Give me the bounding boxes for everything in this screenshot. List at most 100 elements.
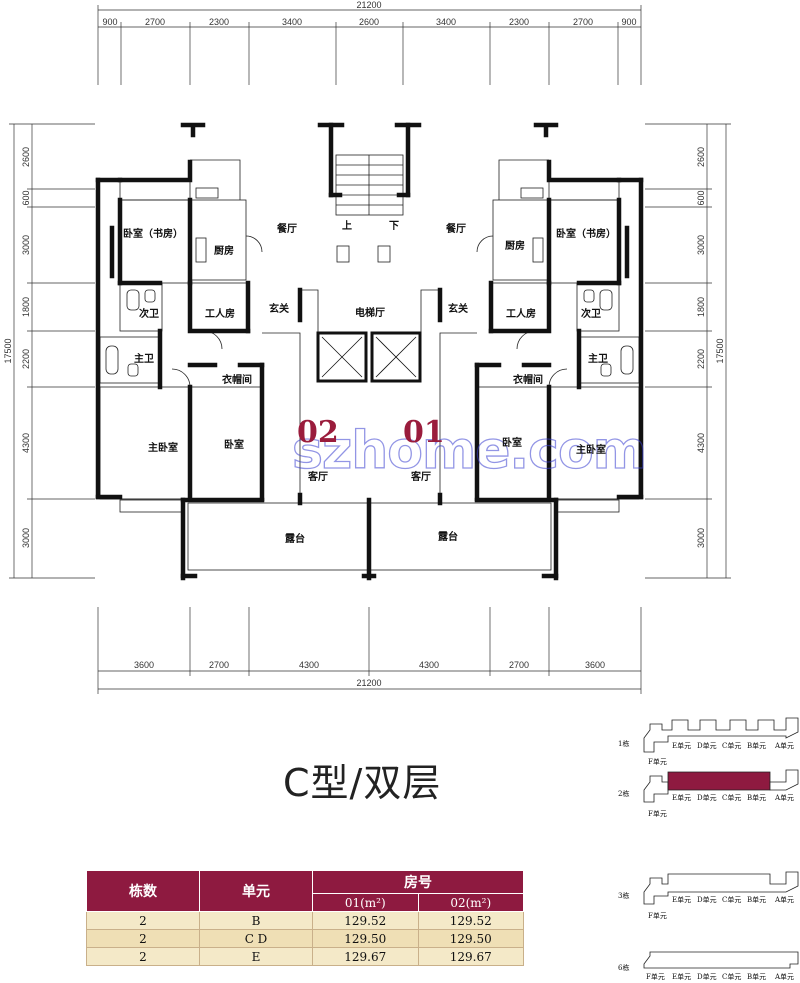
- table-row: 2 C D 129.50 129.50: [86, 929, 524, 948]
- room-bedroom-right: 卧室: [502, 436, 522, 449]
- cell-area-02: 129.52: [417, 911, 524, 930]
- stair-down-label: 下: [389, 220, 399, 232]
- cell-unit: C D: [199, 929, 313, 948]
- bottom-dim-1: 3600: [134, 660, 154, 670]
- left-total-dim: 17500: [3, 338, 13, 363]
- room-terrace-left: 露台: [285, 532, 305, 545]
- top-dim-1: 900: [102, 17, 117, 27]
- keyplan-6: 6栋 F单元 E单元 D单元 C单元 B单元 A单元: [618, 951, 799, 981]
- keyplan-6-unit-f: F单元: [646, 972, 665, 981]
- keyplan-2-unit-e: E单元: [672, 793, 691, 802]
- keyplan-3-unit-b: B单元: [747, 895, 766, 904]
- cell-area-02: 129.50: [417, 929, 524, 948]
- header-area-02: 02(m²): [417, 893, 524, 912]
- cell-unit: E: [199, 947, 313, 966]
- right-dim-7: 3000: [696, 528, 706, 548]
- keyplan-1-unit-d: D单元: [697, 741, 717, 750]
- left-dimension-lines: [9, 123, 95, 579]
- left-dim-3: 3000: [21, 235, 31, 255]
- keyplan-2: 2栋 E单元 D单元 C单元 B单元 A单元 F单元: [618, 769, 799, 818]
- cell-area-01: 129.50: [312, 929, 419, 948]
- left-dim-2: 600: [21, 190, 31, 205]
- keyplan-6-unit-d: D单元: [697, 972, 717, 981]
- stair-up-label: 上: [342, 219, 352, 232]
- keyplan-2-unit-a: A单元: [774, 793, 794, 802]
- bottom-dim-4: 4300: [419, 660, 439, 670]
- bottom-dim-5: 2700: [509, 660, 529, 670]
- left-dim-5: 2200: [21, 349, 31, 369]
- left-dim-4: 1800: [21, 297, 31, 317]
- right-dims: 2600 600 3000 1800 2200 4300 3000 17500: [696, 147, 725, 548]
- keyplan-6-unit-c: C单元: [722, 972, 741, 981]
- header-area-01: 01(m²): [312, 893, 419, 912]
- keyplan-1-unit-a: A单元: [774, 741, 794, 750]
- keyplan-1: 1栋 E单元 D单元 C单元 B单元 A单元 F单元: [618, 717, 799, 766]
- room-foyer-right: 玄关: [448, 302, 468, 315]
- unit-number-left: 02: [297, 415, 339, 450]
- room-labels: 卧室（书房） 厨房 餐厅 上 下 工人房 玄关 电梯厅 次卫 主卫 衣帽间 主卧…: [123, 219, 616, 545]
- cell-area-01: 129.52: [312, 911, 419, 930]
- room-bedroom-study-right: 卧室（书房）: [556, 227, 616, 240]
- room-master-bedroom-right: 主卧室: [576, 443, 606, 456]
- keyplan-3-unit-c: C单元: [722, 895, 741, 904]
- keyplan-3-unit-a: A单元: [774, 895, 794, 904]
- cell-building: 2: [86, 947, 200, 966]
- right-total-dim: 17500: [715, 338, 725, 363]
- room-foyer-left: 玄关: [269, 302, 289, 315]
- area-table: 栋数 单元 房号 01(m²) 02(m²) 2 B 129.52 129.52…: [86, 870, 524, 966]
- keyplan-3: 3栋 E单元 D单元 C单元 B单元 A单元 F单元: [618, 871, 799, 920]
- room-dining-left: 餐厅: [276, 222, 297, 235]
- bottom-dim-3: 4300: [299, 660, 319, 670]
- table-row: 2 B 129.52 129.52: [86, 911, 524, 930]
- top-total-dim: 21200: [356, 0, 381, 10]
- keyplan-2-label: 2栋: [618, 789, 629, 798]
- top-dim-2: 2700: [145, 17, 165, 27]
- unit-number-right: 01: [403, 415, 445, 450]
- room-closet-left: 衣帽间: [222, 373, 252, 386]
- top-segment-dims: 900 2700 2300 3400 2600 3400 2300 2700 9…: [102, 17, 636, 27]
- top-dim-3: 2300: [209, 17, 229, 27]
- keyplan-1-unit-c: C单元: [722, 741, 741, 750]
- keyplan-3-unit-e: E单元: [672, 895, 691, 904]
- top-dim-7: 2300: [509, 17, 529, 27]
- elevator-shafts: [316, 331, 422, 383]
- left-dims: 17500 2600 600 3000 1800 2200 4300 3000: [3, 147, 31, 548]
- bottom-dim-2: 2700: [209, 660, 229, 670]
- left-dim-7: 3000: [21, 528, 31, 548]
- top-dim-4: 3400: [282, 17, 302, 27]
- room-elevator-hall: 电梯厅: [355, 306, 385, 319]
- cell-building: 2: [86, 929, 200, 948]
- room-living-right: 客厅: [410, 470, 431, 483]
- keyplan-1-label: 1栋: [618, 739, 629, 748]
- fixtures: [105, 187, 634, 377]
- room-terrace-right: 露台: [438, 530, 458, 543]
- cell-area-01: 129.67: [312, 947, 419, 966]
- room-kitchen-right: 厨房: [505, 239, 525, 252]
- keyplan-2-unit-b: B单元: [747, 793, 766, 802]
- top-dim-8: 2700: [573, 17, 593, 27]
- right-dim-4: 1800: [696, 297, 706, 317]
- room-living-left: 客厅: [307, 470, 328, 483]
- right-dim-3: 3000: [696, 235, 706, 255]
- keyplan-3-unit-f: F单元: [648, 911, 667, 920]
- room-bedroom-left: 卧室: [224, 438, 244, 451]
- cell-building: 2: [86, 911, 200, 930]
- watermark: szhome.com: [292, 421, 646, 481]
- right-dim-5: 2200: [696, 349, 706, 369]
- cell-unit: B: [199, 911, 313, 930]
- bottom-segment-dims: 3600 2700 4300 4300 2700 3600: [134, 660, 605, 670]
- right-dim-6: 4300: [696, 433, 706, 453]
- left-dim-1: 2600: [21, 147, 31, 167]
- bottom-dim-6: 3600: [585, 660, 605, 670]
- room-worker-left: 工人房: [205, 307, 235, 320]
- header-room-no: 房号: [312, 870, 524, 894]
- room-second-bath-right: 次卫: [581, 307, 601, 320]
- thick-walls: [95, 122, 644, 581]
- top-dim-5: 2600: [359, 17, 379, 27]
- room-master-bath-right: 主卫: [588, 352, 608, 365]
- right-dimension-lines: [645, 123, 731, 579]
- bottom-dimension-lines: [97, 607, 642, 694]
- bottom-total-dim: 21200: [356, 678, 381, 688]
- room-master-bath-left: 主卫: [134, 352, 154, 365]
